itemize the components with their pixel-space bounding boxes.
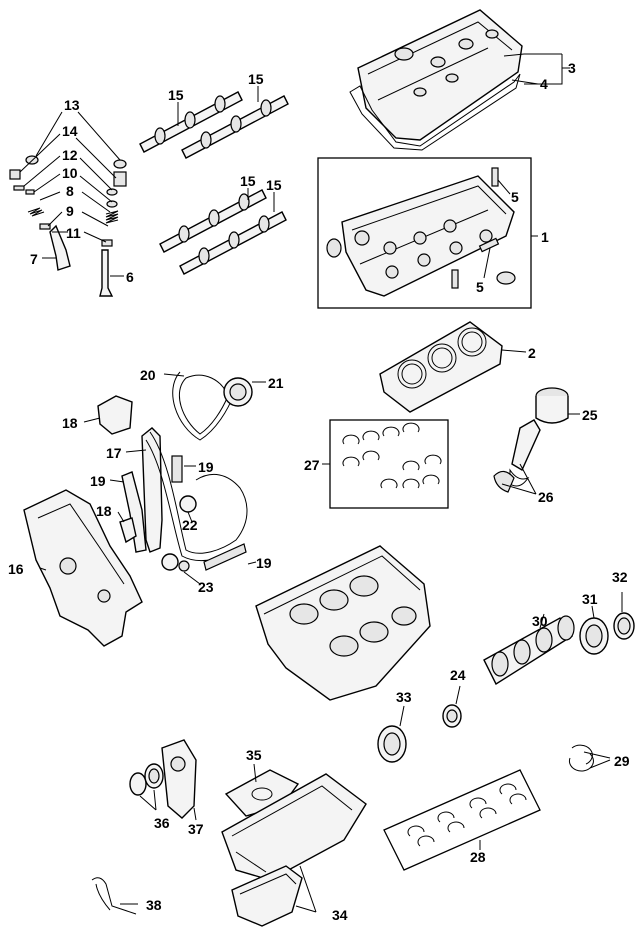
cam-sprocket	[223, 377, 253, 407]
callout-17: 17	[106, 445, 122, 461]
callout-3: 3	[568, 60, 576, 76]
callout-15-c: 15	[240, 173, 256, 189]
callout-5-lower: 5	[476, 279, 484, 295]
crank-gear	[442, 704, 462, 728]
engine-block	[255, 545, 431, 701]
idler-sprocket	[179, 495, 197, 513]
chain-guide-left	[121, 471, 147, 553]
valve-cover-gasket	[349, 73, 521, 151]
callout-35: 35	[246, 747, 262, 763]
callout-1: 1	[541, 229, 549, 245]
callout-10: 10	[62, 165, 78, 181]
camshafts	[139, 91, 289, 275]
callout-21: 21	[268, 375, 284, 391]
callout-38: 38	[146, 897, 162, 913]
callout-15-a: 15	[168, 87, 184, 103]
callout-26: 26	[538, 489, 554, 505]
head-seal-right	[496, 271, 516, 285]
callout-4: 4	[540, 76, 548, 92]
piston-and-rod	[493, 387, 569, 493]
callout-18-upper: 18	[62, 415, 78, 431]
callout-13: 13	[64, 97, 80, 113]
callout-20: 20	[140, 367, 156, 383]
oil-seals	[129, 763, 164, 796]
crankshaft	[483, 615, 575, 686]
head-seal-left	[326, 238, 342, 258]
callout-33: 33	[396, 689, 412, 705]
tensioner	[119, 517, 137, 544]
callout-34: 34	[332, 907, 348, 923]
oil-pan-upper	[221, 773, 367, 881]
callout-36: 36	[154, 815, 170, 831]
callout-14: 14	[62, 123, 78, 139]
callout-15-b: 15	[248, 71, 264, 87]
rear-main-seal	[613, 612, 635, 640]
thrust-washers	[568, 744, 594, 772]
callout-8: 8	[66, 183, 74, 199]
bearing-set-box	[329, 419, 449, 509]
dowel-pin-upper	[491, 167, 499, 187]
oil-dipstick	[91, 877, 137, 915]
timing-cover	[23, 489, 143, 647]
cylinder-head-box	[317, 157, 532, 309]
callout-29: 29	[614, 753, 630, 769]
oil-pan-lower	[231, 865, 303, 927]
timing-chain-upper	[172, 371, 235, 441]
head-gasket	[379, 321, 503, 413]
callout-37: 37	[188, 821, 204, 837]
callout-5-upper: 5	[511, 189, 519, 205]
rear-seal-retainer	[579, 617, 609, 655]
rear-cover	[161, 739, 197, 819]
crank-pulley	[377, 725, 407, 763]
callout-30: 30	[532, 613, 548, 629]
bearing-set	[342, 422, 442, 489]
callout-7: 7	[30, 251, 38, 267]
callout-labels: 3 4 1 5 5 2 25 26 27 13 14 12 10 8 9 11 …	[8, 60, 630, 923]
valve-train-right	[99, 159, 127, 297]
callout-19-left: 19	[90, 473, 106, 489]
callout-15-d: 15	[266, 177, 282, 193]
callout-18-lower: 18	[96, 503, 112, 519]
callout-22: 22	[182, 517, 198, 533]
callout-2: 2	[528, 345, 536, 361]
callout-23: 23	[198, 579, 214, 595]
callout-12: 12	[62, 147, 78, 163]
callout-24: 24	[450, 667, 466, 683]
callout-6: 6	[126, 269, 134, 285]
head-bolt-stud	[451, 269, 459, 289]
chain-guide-short	[171, 455, 183, 483]
callout-9: 9	[66, 203, 74, 219]
callout-16: 16	[8, 561, 24, 577]
callout-11: 11	[66, 225, 81, 241]
dowel-pin-lower	[478, 237, 500, 253]
chain-guide-long	[141, 427, 163, 553]
callout-19-lower: 19	[256, 555, 272, 571]
leader-lines	[19, 53, 623, 913]
crank-sprocket	[161, 553, 190, 572]
tensioner-bracket	[97, 395, 133, 435]
valve-cover	[357, 9, 523, 141]
callout-27: 27	[304, 457, 320, 473]
callout-28: 28	[470, 849, 486, 865]
callout-31: 31	[582, 591, 598, 607]
callout-19-upper: 19	[198, 459, 214, 475]
chain-guide-lower	[203, 543, 247, 571]
crank-bearing-box	[383, 769, 541, 871]
cylinder-head	[341, 175, 515, 297]
callout-25: 25	[582, 407, 598, 423]
callout-32: 32	[612, 569, 628, 585]
